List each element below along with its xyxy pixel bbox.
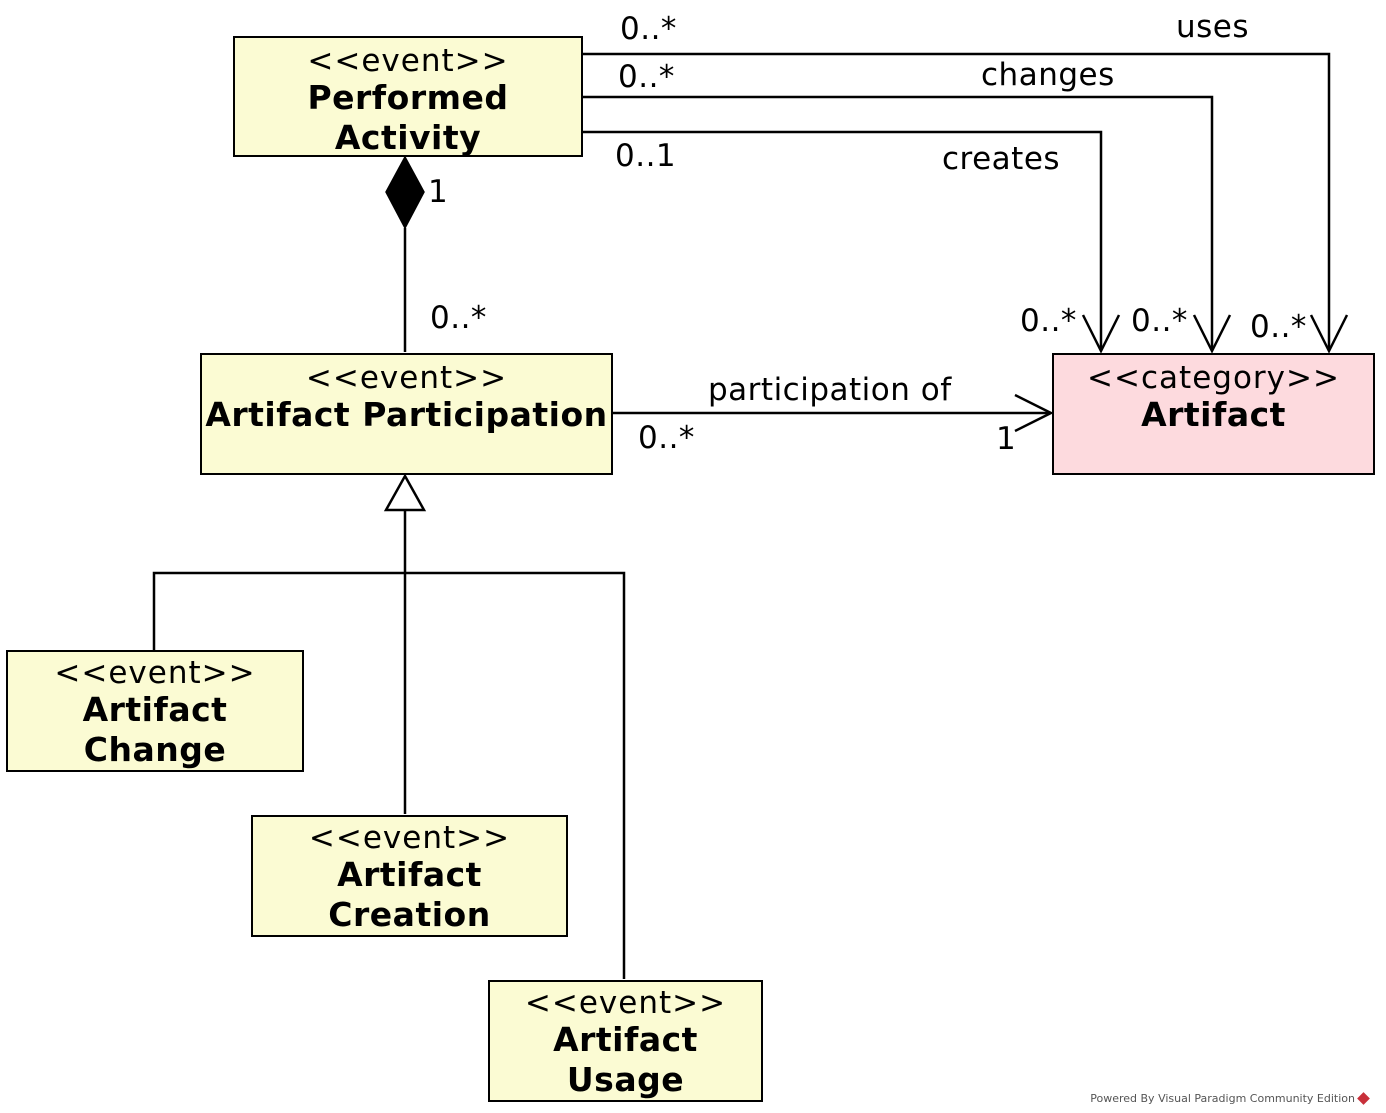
- generalization-branch-line: [152, 571, 626, 979]
- composition-whole-multiplicity: 1: [428, 174, 449, 210]
- class-name: Artifact Creation: [328, 855, 491, 934]
- uses-source-multiplicity: 0..*: [620, 11, 677, 47]
- composition-part-multiplicity: 0..*: [430, 300, 487, 336]
- class-name: Artifact Participation: [205, 395, 608, 434]
- creates-association-line: [583, 130, 1103, 351]
- participation-of-label: participation of: [708, 372, 952, 408]
- footer-credit: Powered By Visual Paradigm Community Edi…: [1090, 1092, 1370, 1105]
- uses-label: uses: [1176, 9, 1250, 45]
- class-artifact-usage[interactable]: <<event>> Artifact Usage: [488, 980, 763, 1102]
- changes-target-multiplicity: 0..*: [1131, 303, 1188, 339]
- generalization-triangle: [383, 473, 427, 512]
- participation-of-target-multiplicity: 1: [996, 421, 1017, 457]
- changes-arrowhead: [1192, 314, 1232, 354]
- class-artifact-creation[interactable]: <<event>> Artifact Creation: [251, 815, 568, 937]
- stereotype-label: <<event>>: [54, 655, 256, 691]
- composition-diamond: [385, 155, 425, 230]
- class-artifact[interactable]: <<category>> Artifact: [1052, 353, 1375, 475]
- changes-label: changes: [981, 57, 1115, 93]
- class-name: Performed Activity: [307, 78, 509, 157]
- creates-source-multiplicity: 0..1: [615, 138, 677, 174]
- class-name: Artifact: [1141, 395, 1286, 434]
- stereotype-label: <<event>>: [524, 985, 727, 1021]
- uses-target-multiplicity: 0..*: [1250, 309, 1307, 345]
- creates-target-multiplicity: 0..*: [1020, 303, 1077, 339]
- class-name: Artifact Change: [82, 690, 228, 769]
- visual-paradigm-logo-icon: [1357, 1092, 1370, 1105]
- changes-source-multiplicity: 0..*: [618, 59, 675, 95]
- class-name: Artifact Usage: [553, 1020, 698, 1099]
- participation-of-source-multiplicity: 0..*: [638, 420, 695, 456]
- class-artifact-participation[interactable]: <<event>> Artifact Participation: [200, 353, 613, 475]
- creates-arrowhead: [1081, 314, 1121, 354]
- stereotype-label: <<category>>: [1087, 360, 1340, 396]
- participation-of-arrowhead: [1014, 393, 1054, 433]
- class-performed-activity[interactable]: <<event>> Performed Activity: [233, 36, 583, 157]
- uses-association-line: [583, 52, 1331, 351]
- changes-association-line: [583, 95, 1214, 351]
- stereotype-label: <<event>>: [307, 43, 509, 79]
- stereotype-label: <<event>>: [305, 360, 508, 396]
- creates-label: creates: [942, 141, 1061, 177]
- footer-text: Powered By Visual Paradigm Community Edi…: [1090, 1092, 1355, 1105]
- uses-arrowhead: [1309, 314, 1349, 354]
- class-artifact-change[interactable]: <<event>> Artifact Change: [6, 650, 304, 772]
- stereotype-label: <<event>>: [308, 820, 511, 856]
